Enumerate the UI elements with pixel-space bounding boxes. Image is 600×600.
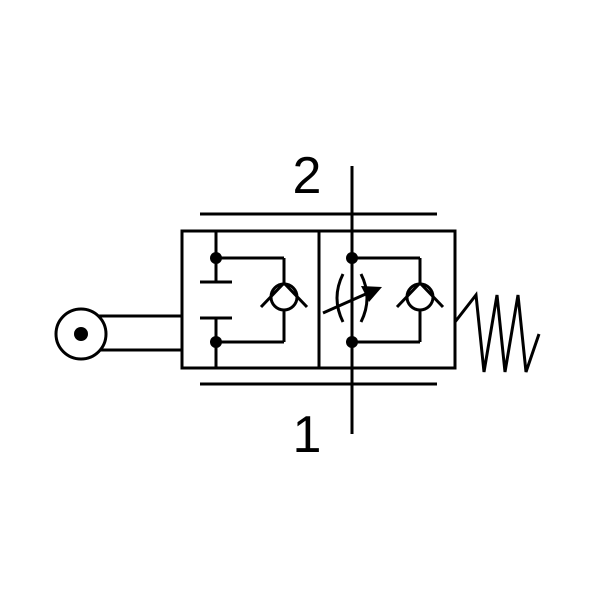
right-envelope-flow — [352, 256, 422, 344]
spring-icon — [453, 291, 541, 373]
port-label-top: 2 — [293, 147, 322, 205]
right-valve-envelope — [317, 229, 457, 370]
left-check-valve-icon — [259, 280, 309, 312]
roller-lever-icon — [54, 307, 182, 361]
adjustment-arrow-icon — [322, 286, 382, 315]
right-check-valve-icon — [395, 280, 445, 312]
junction-dots — [210, 252, 358, 348]
port-label-bottom: 1 — [293, 406, 322, 464]
